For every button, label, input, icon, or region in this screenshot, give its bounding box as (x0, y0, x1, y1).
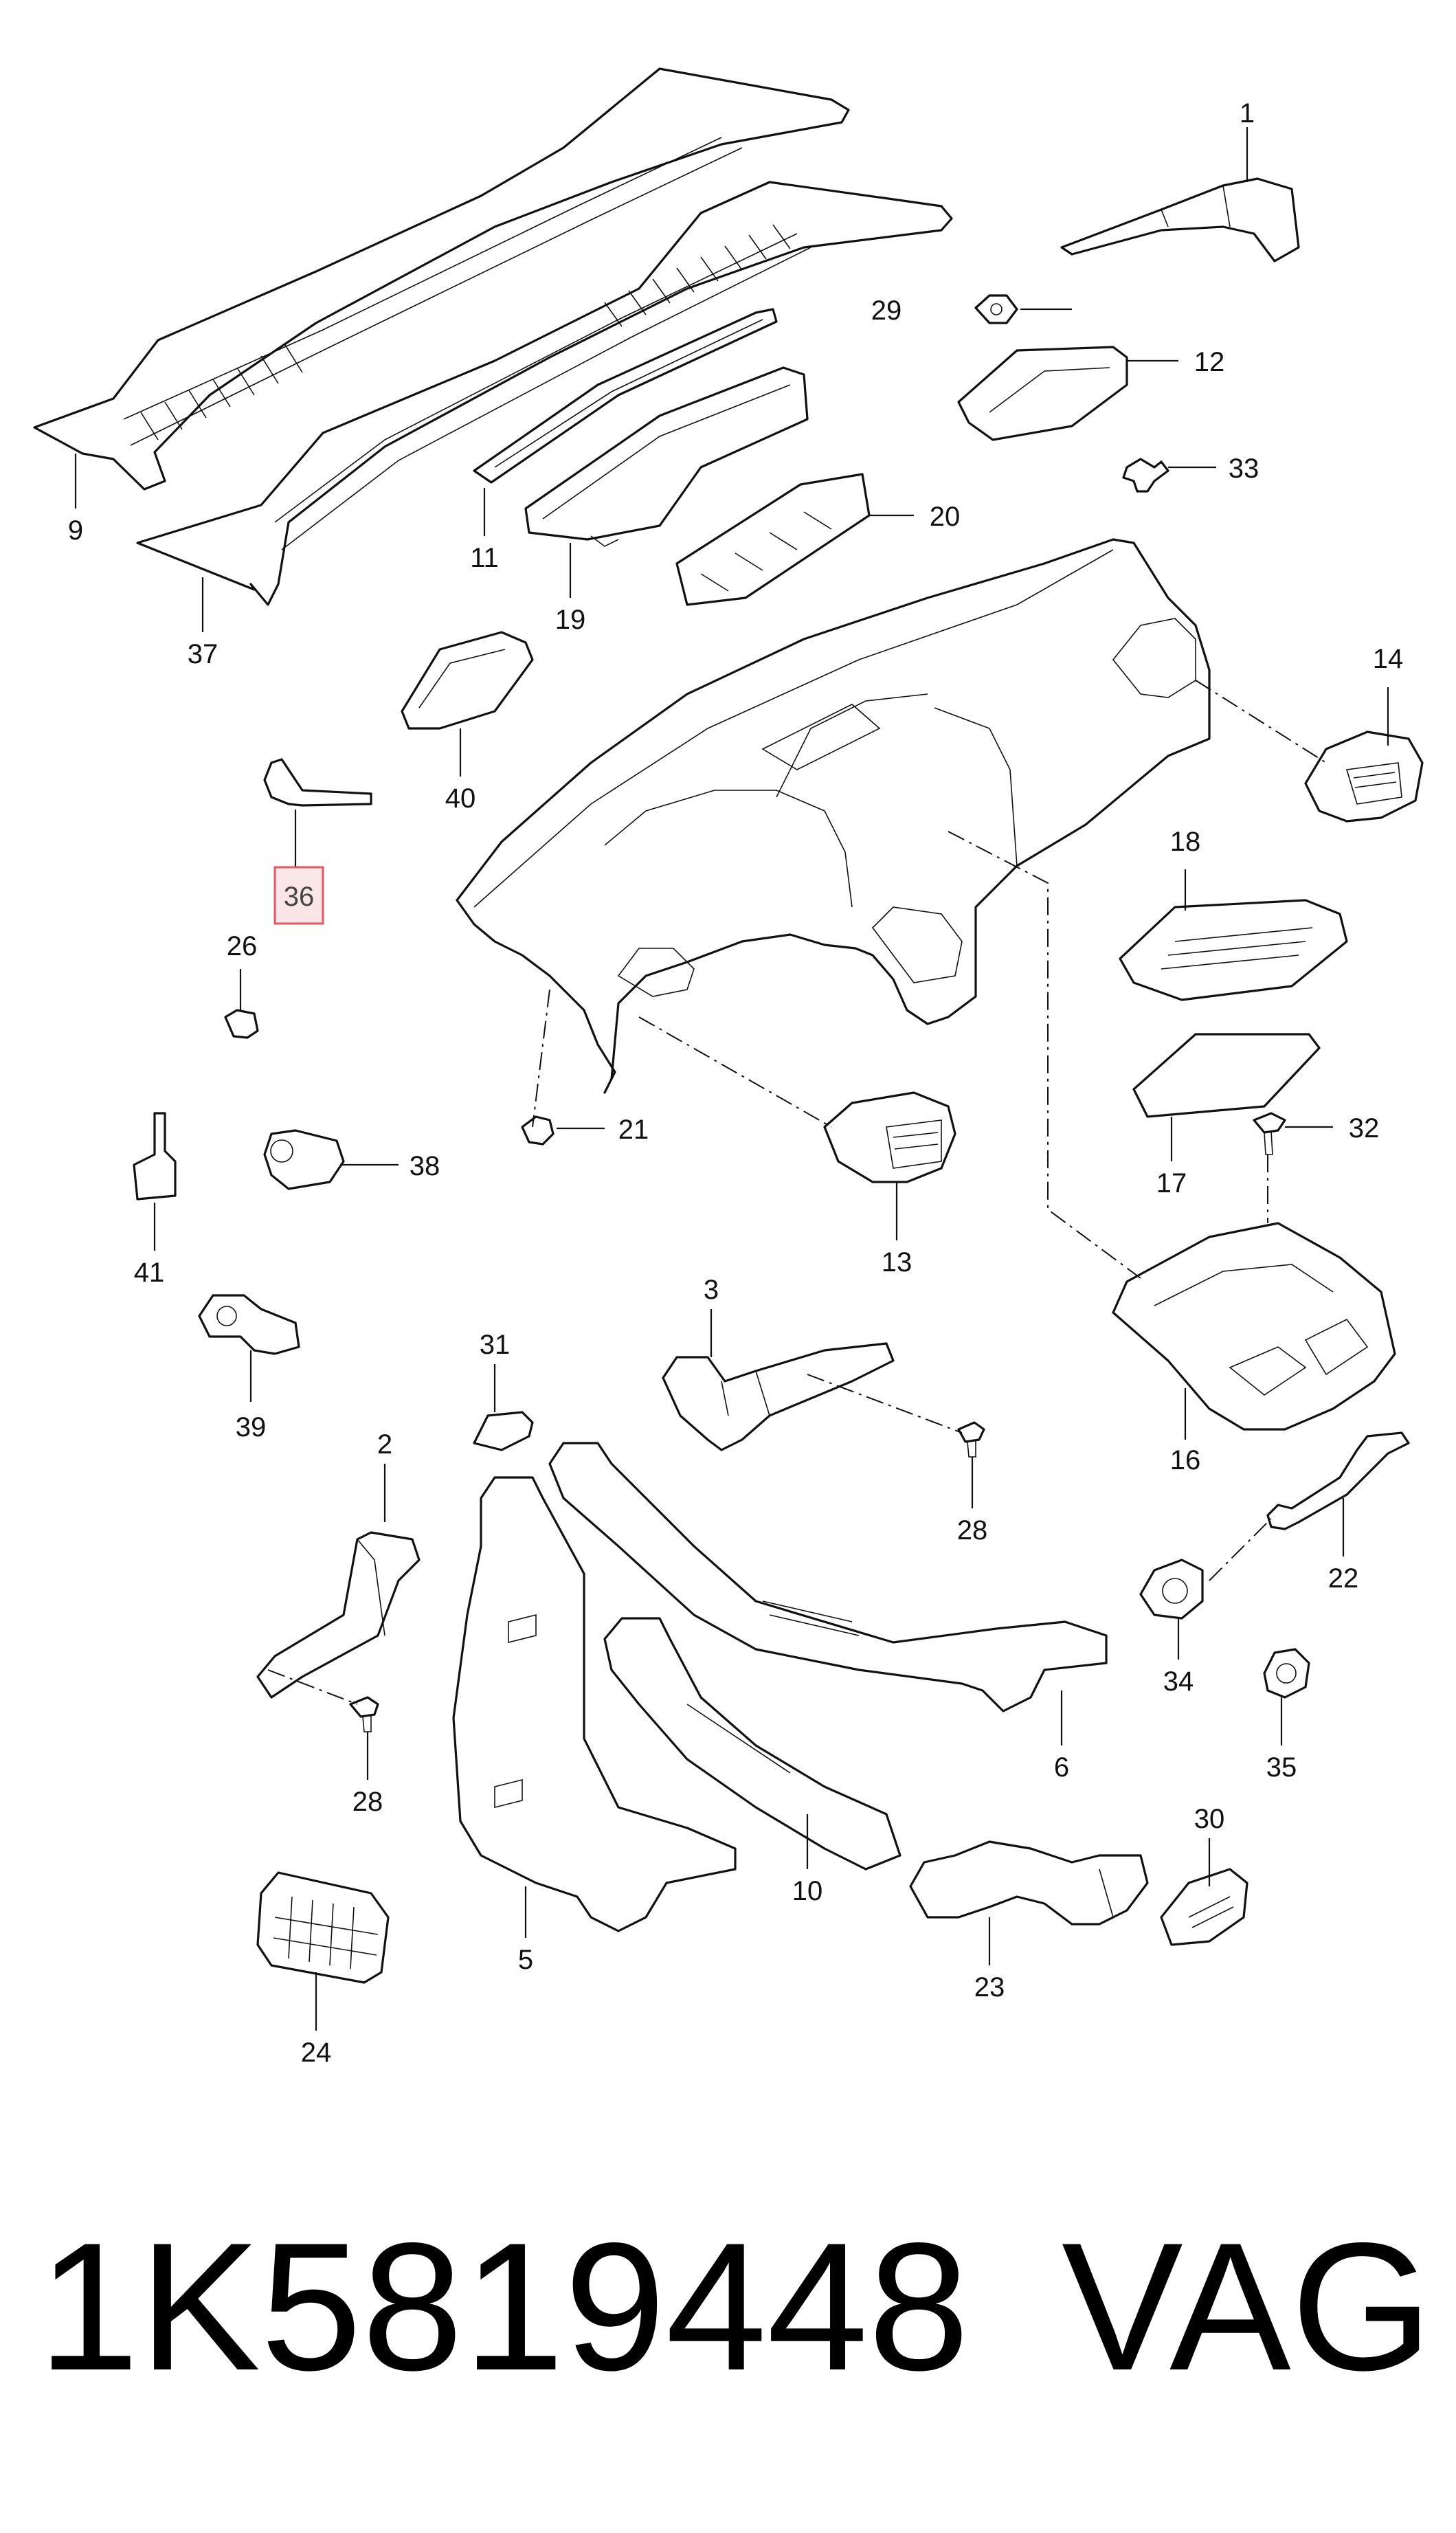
relation-lines (267, 680, 1327, 1705)
part-32-screw (1253, 1112, 1286, 1155)
callout-3: 3 (704, 1275, 719, 1305)
part-17-pad (1132, 1033, 1321, 1118)
callout-11: 11 (470, 543, 499, 573)
callout-23: 23 (974, 1972, 1005, 2002)
part-28-screw-lower (349, 1696, 379, 1732)
callout-40: 40 (445, 783, 476, 814)
callout-14: 14 (1373, 644, 1404, 674)
callout-21: 21 (618, 1115, 649, 1145)
part-24-grille (256, 1871, 390, 1984)
callout-37: 37 (188, 639, 219, 669)
callout-2: 2 (377, 1429, 392, 1460)
callout-31: 31 (480, 1330, 511, 1360)
callout-6: 6 (1054, 1752, 1069, 1783)
part-14-vent (1304, 730, 1424, 823)
callout-17: 17 (1156, 1168, 1187, 1198)
part-11-seal-strip (473, 308, 778, 484)
part-number: 1K5819448 (38, 2205, 970, 2409)
callout-9: 9 (68, 515, 83, 546)
part-38-sensor (263, 1129, 345, 1190)
callout-1: 1 (1240, 98, 1255, 129)
callout-34: 34 (1163, 1666, 1194, 1697)
part-16-center-bezel (1112, 1222, 1396, 1431)
part-19-defroster-vent (524, 366, 809, 547)
part-23-duct (909, 1840, 1149, 1926)
callout-26: 26 (227, 931, 258, 961)
highlight-box (273, 866, 324, 925)
callout-41: 41 (134, 1258, 165, 1288)
part-12-vent-frame (957, 346, 1128, 441)
part-29-nut (974, 294, 1018, 324)
part-34-fitting (1139, 1559, 1204, 1620)
part-37-scuttle-panel (136, 181, 953, 606)
callout-24: 24 (301, 2038, 332, 2068)
part-30-vent (1160, 1868, 1248, 1946)
part-33-clip (1122, 458, 1169, 493)
callout-18: 18 (1170, 827, 1201, 857)
callout-labels: 1 29 12 33 20 9 37 11 19 40 14 18 36 26 … (68, 98, 1403, 2068)
part-3-duct (662, 1342, 895, 1451)
callout-12: 12 (1194, 347, 1225, 377)
part-22-cable (1266, 1431, 1410, 1530)
part-21-clip (521, 1115, 555, 1146)
callout-16: 16 (1170, 1445, 1201, 1475)
part-2-duct-bracket (256, 1531, 421, 1699)
callout-20: 20 (930, 502, 961, 532)
part-31-clip (473, 1411, 534, 1451)
part-13-center-vent (823, 1091, 956, 1183)
callout-36: 36 (284, 882, 315, 912)
callout-35: 35 (1266, 1752, 1297, 1783)
part-36-trim-piece (263, 758, 372, 807)
callout-32: 32 (1349, 1113, 1380, 1143)
brand-label: VAG (1062, 2205, 1433, 2409)
callout-30: 30 (1194, 1804, 1225, 1834)
callout-28-upper: 28 (957, 1515, 988, 1546)
dashboard-body (456, 538, 1211, 1094)
leader-lines (74, 127, 1389, 2031)
callout-22: 22 (1328, 1563, 1359, 1594)
callout-39: 39 (236, 1412, 267, 1442)
callout-28-lower: 28 (352, 1787, 383, 1817)
callout-29: 29 (871, 295, 902, 326)
part-1-bracket (1060, 177, 1300, 263)
part-10-duct (603, 1617, 901, 1871)
callout-10: 10 (792, 1876, 823, 1906)
callout-38: 38 (410, 1151, 440, 1181)
part-28-screw-upper (957, 1421, 985, 1458)
part-5-floor-duct (452, 1476, 737, 1932)
part-6-long-duct (548, 1442, 1108, 1712)
callout-13: 13 (882, 1247, 912, 1277)
part-20-vent-grille (675, 473, 871, 606)
part-9-scuttle-panel (33, 67, 850, 491)
callout-19: 19 (555, 605, 586, 635)
part-39-connector (198, 1294, 300, 1355)
part-26-clip (224, 1009, 259, 1039)
part-40-vent-cover (401, 631, 534, 730)
part-35-nut (1263, 1648, 1310, 1699)
callout-5: 5 (518, 1945, 533, 1975)
part-18-vent-panel (1119, 899, 1348, 1001)
callout-33: 33 (1229, 454, 1259, 484)
part-41-sensor (133, 1112, 177, 1201)
